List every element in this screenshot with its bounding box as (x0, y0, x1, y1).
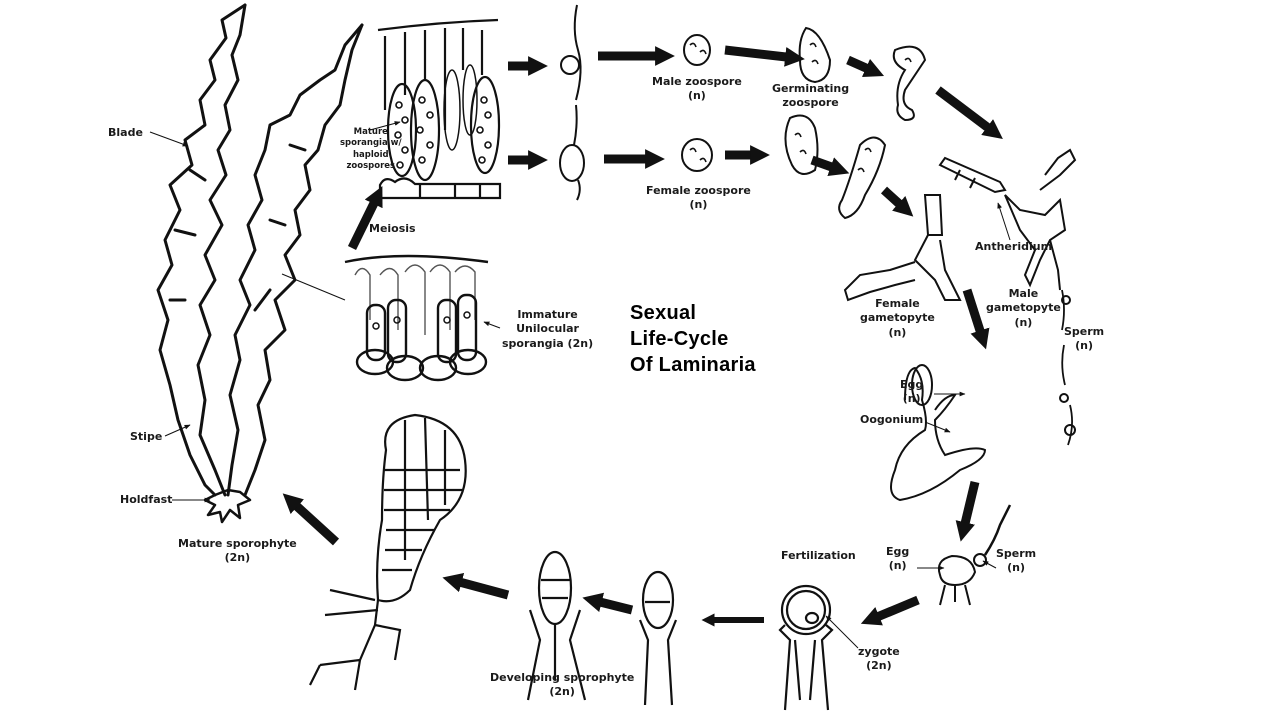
blade-frill-1 (168, 143, 307, 312)
label-oogonium: Oogonium (860, 413, 924, 426)
holdfast-shape (203, 488, 252, 524)
label-sperm-top: Sperm (n) (1064, 325, 1104, 354)
label-male-zoospore: Male zoospore (n) (652, 75, 742, 104)
diagram-title: Sexual Life-Cycle Of Laminaria (630, 300, 756, 378)
label-line: Sperm (996, 547, 1037, 560)
label-line: Unilocular (516, 322, 579, 336)
label-line: Male zoospore (652, 75, 742, 88)
label-female-gametophyte: Female gametopyte (n) (860, 297, 935, 340)
label-line: (n) (687, 89, 706, 103)
label-antheridium: Antheridium (975, 240, 1053, 253)
label-line: zoospores (346, 161, 396, 172)
label-sperm-bottom: Sperm (n) (996, 547, 1036, 576)
label-immature-sporangia: Immature Unilocular sporangia (2n) (502, 308, 593, 351)
title-line: Sexual (630, 302, 697, 324)
label-holdfast: Holdfast (120, 493, 173, 506)
label-egg-top: Egg (n) (900, 378, 923, 407)
label-line: Female (875, 297, 920, 310)
germinating-to-tube-arrow (846, 55, 885, 78)
oogonium-shape (890, 366, 987, 502)
young-sporophyte (376, 413, 467, 603)
label-female-zoospore: Female zoospore (n) (646, 184, 751, 213)
to-male-gametophyte-arrow (935, 86, 1003, 139)
gamete-pointers (825, 202, 1011, 649)
blade-left-inner (196, 3, 247, 497)
label-line: Mature (353, 127, 388, 137)
label-line: sporangia w/ (340, 138, 402, 149)
mature-sporophyte-illustration (156, 3, 364, 524)
to-oogonium-arrow (962, 288, 990, 350)
to-mature-sporophyte-arrow (282, 493, 340, 546)
immature-sporangia-pointer (483, 321, 501, 329)
label-line: Male (1008, 287, 1039, 300)
blade-right-inner (243, 23, 364, 497)
label-line: Egg (886, 545, 910, 558)
label-line: (n) (1075, 339, 1094, 353)
label-germinating-zoospore: Germinating zoospore (772, 82, 849, 111)
label-line: zoospore (782, 96, 839, 110)
label-line: Sperm (1064, 325, 1105, 338)
blade-right (226, 23, 364, 497)
label-line: (n) (689, 198, 708, 212)
label-line: (2n) (866, 659, 892, 673)
label-line: (n) (1014, 315, 1033, 329)
mature-sporangia-illustration (377, 18, 502, 200)
sporangia-pointer (369, 121, 401, 131)
label-line: Egg (900, 378, 924, 391)
zoospore-illustrations (559, 4, 927, 220)
to-young-sporophyte-arrow (442, 572, 510, 600)
blade-left (156, 3, 247, 497)
label-mature-sporangia: Mature sporangia w/ haploid zoospores (340, 127, 402, 173)
label-line: (n) (888, 559, 907, 573)
to-egg-arrow (955, 480, 980, 542)
label-egg-bottom: Egg (n) (886, 545, 909, 574)
label-line: (n) (888, 325, 907, 339)
embryo-illustrations (309, 413, 834, 711)
gametophyte-illustrations (843, 148, 1077, 606)
label-line: Germinating (772, 82, 850, 95)
to-female-gametophyte-arrow (880, 186, 914, 217)
title-line: Life-Cycle (630, 328, 729, 350)
sperm-tail (983, 504, 1012, 556)
label-line: Developing sporophyte (490, 671, 635, 684)
label-line: (2n) (549, 685, 575, 699)
label-line: zygote (858, 645, 900, 658)
label-blade: Blade (108, 126, 143, 139)
label-line: haploid (353, 149, 389, 160)
to-zygote-arrow (860, 595, 920, 626)
label-line: sporangia (2n) (502, 336, 594, 350)
label-line: (n) (902, 392, 921, 406)
sporophyte-pointers (149, 131, 346, 503)
label-mature-sporophyte: Mature sporophyte (2n) (178, 537, 297, 566)
label-meiosis: Meiosis (369, 222, 416, 235)
label-developing-sporophyte: Developing sporophyte (2n) (490, 671, 634, 700)
label-stipe: Stipe (130, 430, 163, 443)
label-line: (n) (1007, 561, 1026, 575)
label-zygote: zygote (2n) (858, 645, 900, 674)
immature-sporangia-illustration (344, 254, 489, 382)
label-line: Immature (517, 308, 578, 321)
male-gametophyte-filament (938, 156, 1007, 194)
label-male-gametophyte: Male gametopyte (n) (986, 287, 1061, 330)
female-gametophyte-filament (843, 194, 962, 302)
label-line: Mature sporophyte (178, 537, 297, 550)
cycle-arrows (282, 45, 1003, 627)
meiosis-arrow (347, 186, 383, 250)
fertilization-egg (937, 554, 977, 606)
germination-arrow-top (724, 45, 805, 67)
embryo-growth-arrow (582, 592, 634, 615)
label-line: (2n) (224, 551, 251, 565)
label-line: gametopyte (986, 301, 1061, 315)
sperm-strands (1061, 289, 1073, 446)
title-line: Of Laminaria (630, 354, 756, 376)
label-fertilization: Fertilization (781, 549, 856, 562)
label-line: gametopyte (860, 311, 935, 325)
label-line: Female zoospore (646, 184, 751, 197)
